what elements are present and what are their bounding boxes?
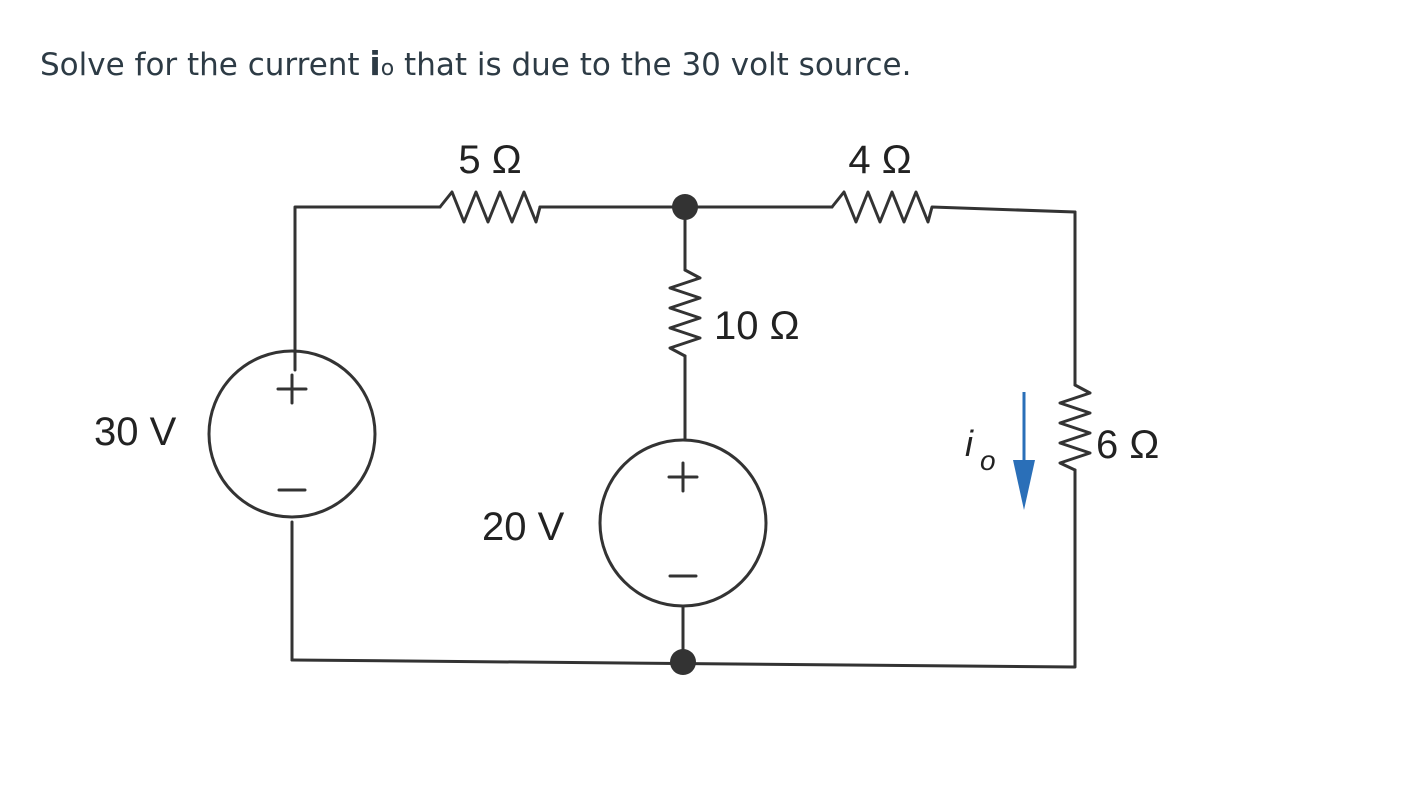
resistor-4-ohm <box>830 190 1077 224</box>
node-top <box>672 194 698 220</box>
resistor-6-ohm <box>1058 383 1092 472</box>
resistor-5-ohm <box>438 190 542 224</box>
current-label-subscript: o <box>980 445 996 476</box>
node-bottom <box>670 649 696 675</box>
plus-sign-30v <box>276 373 308 405</box>
question-suffix: that is due to the 30 volt source. <box>394 47 912 83</box>
voltage-source-20v <box>598 438 768 608</box>
wire-top-left <box>293 205 442 372</box>
label-4-ohm: 4 Ω <box>848 138 911 182</box>
label-5-ohm: 5 Ω <box>458 138 521 182</box>
plus-sign-20v <box>667 461 699 493</box>
current-variable: i <box>369 44 381 83</box>
current-label-symbol: i <box>965 423 974 464</box>
label-10-ohm: 10 Ω <box>714 304 800 348</box>
label-20v: 20 V <box>482 505 565 549</box>
current-arrow-head <box>1013 460 1035 510</box>
question-text: Solve for the current io that is due to … <box>40 44 911 83</box>
question-prefix: Solve for the current <box>40 47 370 83</box>
current-variable-subscript: o <box>380 56 395 81</box>
voltage-source-30v <box>207 349 377 519</box>
label-30v: 30 V <box>94 410 177 454</box>
resistor-10-ohm <box>668 268 702 358</box>
label-6-ohm: 6 Ω <box>1096 423 1159 467</box>
wire-right-lower <box>290 468 1077 669</box>
